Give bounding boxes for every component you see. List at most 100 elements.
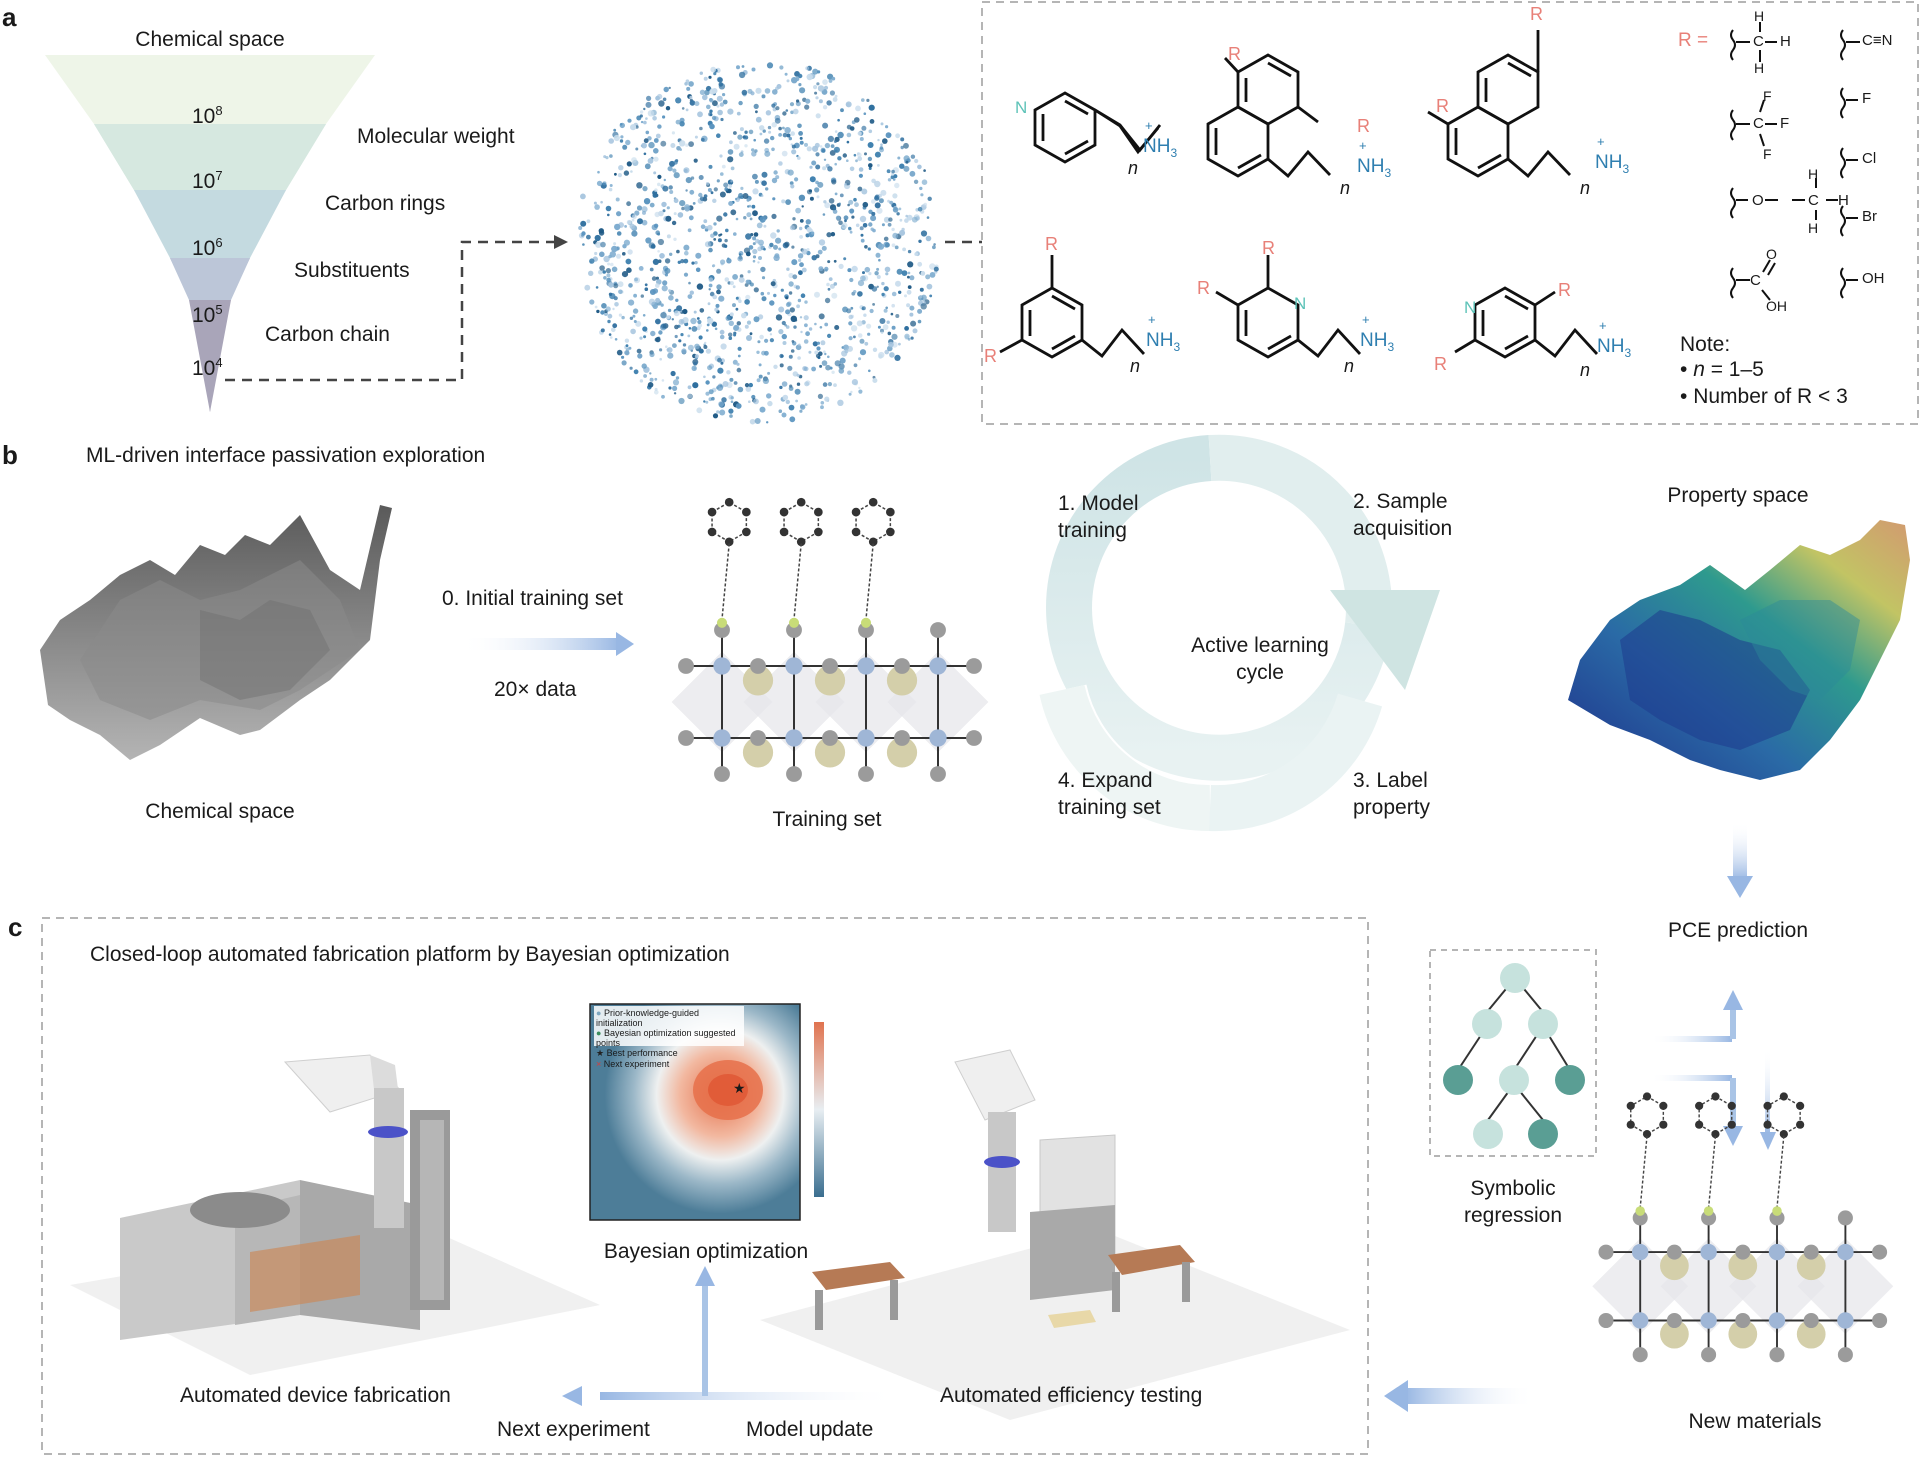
tsne-point [772,89,778,95]
tsne-point [844,183,847,186]
tsne-point [748,382,753,388]
ligand-atom [1727,1101,1736,1110]
tsne-point [661,394,665,399]
tsne-point [827,73,834,80]
tsne-point [580,220,587,227]
tsne-point [887,199,890,203]
tsne-point [639,110,644,114]
tsne-point [824,352,827,356]
tsne-point [630,328,636,335]
tsne-point [929,294,933,298]
tsne-point [699,196,705,202]
funnel-title: Chemical space [135,28,285,51]
tsne-point [707,188,712,192]
tsne-point [681,107,685,110]
b-site-atom [713,657,731,675]
tsne-point [739,274,744,278]
ligand-atom [707,527,717,537]
label-substituents: Substituents [294,259,410,282]
funnel-level-6: 106 [192,235,223,260]
tsne-point [878,354,883,359]
tsne-point [673,212,677,216]
tsne-point [838,202,841,206]
tsne-point [847,345,853,352]
tsne-point [661,285,668,292]
tsne-point [725,315,731,321]
tsne-point [840,108,844,113]
tsne-point [654,387,658,391]
tsne-point [755,87,762,94]
tsne-point [751,148,755,152]
tsne-point [594,251,598,256]
tsne-point [880,328,884,333]
new-materials-lattice [1592,1092,1894,1363]
tsne-point [909,305,915,311]
tsne-point [793,325,797,329]
tsne-point [726,370,731,375]
tsne-point [814,187,820,193]
tsne-point [917,308,923,314]
tsne-point [693,361,698,366]
n-index-3: n [1580,178,1591,198]
tsne-point [593,201,597,205]
a-site-cation [1728,1319,1758,1349]
tsne-point [855,159,858,163]
tsne-point [904,294,907,298]
tsne-point [858,386,861,390]
tsne-point [846,159,849,162]
tsne-point [703,375,706,379]
tsne-point [933,266,939,272]
tsne-point [822,79,828,85]
tsne-point [714,307,719,312]
n-index-4: n [1130,356,1141,376]
tsne-point [834,94,838,98]
tsne-point [733,324,740,331]
tsne-point [864,266,871,273]
tsne-point [754,149,758,153]
tsne-point [659,348,663,352]
tsne-point [907,249,912,254]
tsne-point [881,223,885,227]
tsne-point [752,188,759,195]
tsne-point [641,206,648,213]
tsne-point [719,233,723,236]
tsne-point [716,95,723,102]
legend-item-next: × Next experiment [596,1059,670,1069]
tsne-point [713,238,717,241]
tsne-point [661,201,667,208]
tsne-point [846,124,852,130]
tsne-point [629,316,634,320]
ligand-chain [1639,1135,1648,1208]
tsne-point [744,130,748,134]
tsne-point [752,236,757,241]
tsne-point [868,272,872,276]
tsne-point [657,124,662,129]
tsne-point [893,174,898,179]
tsne-point [600,310,605,315]
tsne-point [620,135,624,139]
tsne-point [744,144,748,148]
tsne-point [860,233,864,237]
tsne-point [855,105,861,112]
tsne-point [907,271,911,275]
tsne-point [814,291,820,298]
tsne-point [773,244,778,250]
tsne-point [879,318,886,324]
tsne-point [712,264,716,268]
tsne-point [882,324,889,331]
exchange-arrows [1650,990,1776,1150]
tsne-point [868,167,872,170]
funnel [45,55,375,412]
tsne-point [744,299,750,305]
tsne-point [723,244,728,248]
halide-atom [1872,1244,1888,1260]
tsne-point [821,360,828,366]
tsne-point [910,336,914,340]
ligand-atom [868,497,878,507]
tsne-point [709,88,716,95]
tsne-point [738,193,744,198]
tsne-point [759,334,764,340]
tsne-point [746,335,752,341]
r-label-3b: R [1436,96,1449,116]
tsne-point [649,267,654,272]
